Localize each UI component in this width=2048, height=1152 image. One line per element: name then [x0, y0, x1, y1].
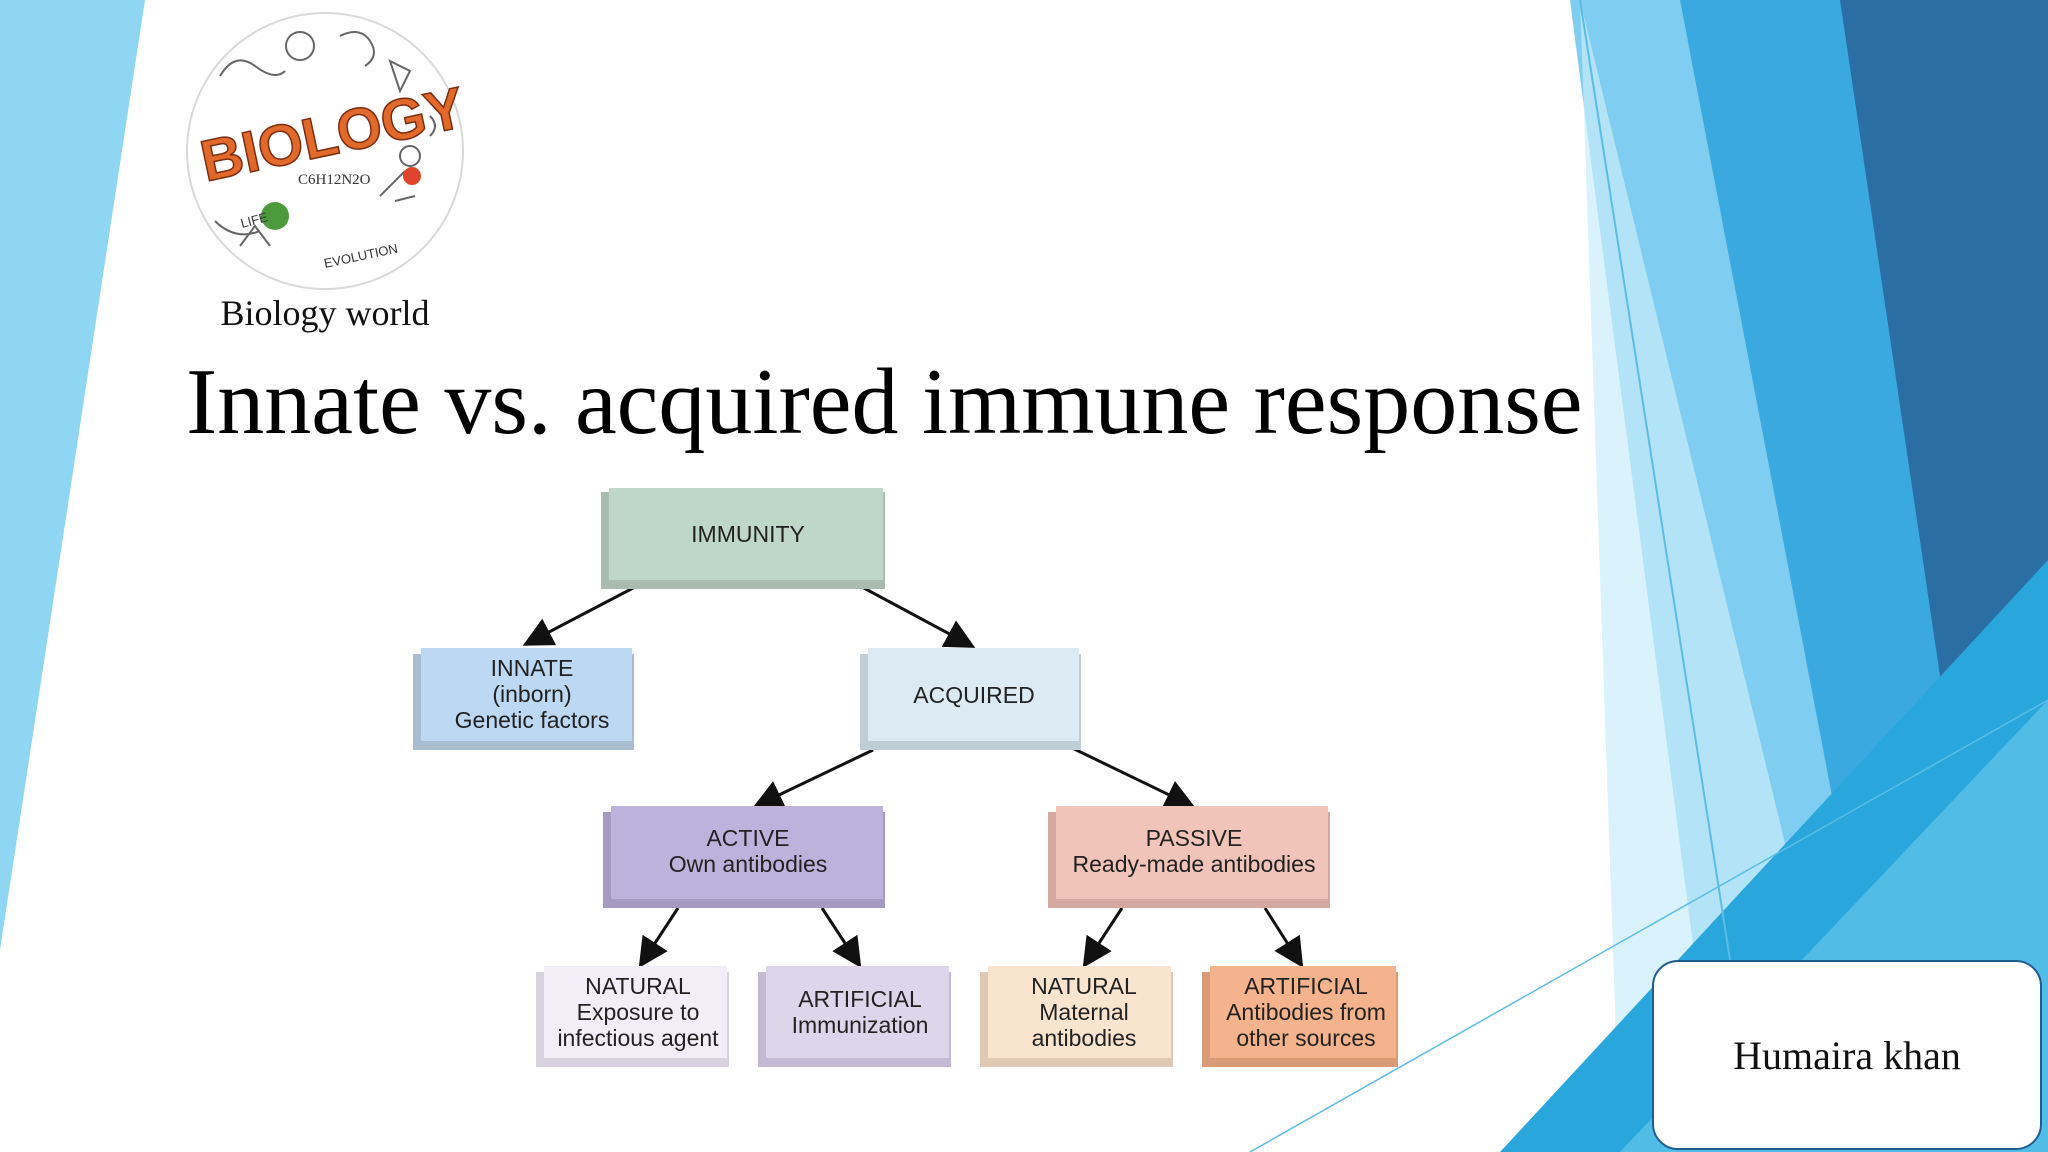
node-acquired: ACQUIRED: [860, 648, 1081, 750]
arrow-acquired-passive: [1067, 744, 1196, 809]
arrow-passive-artificial: [1263, 907, 1304, 969]
node-natural-passive: NATURAL Maternal antibodies: [980, 966, 1173, 1067]
node-artificial-passive-line-2: Antibodies from: [1226, 999, 1386, 1025]
node-artificial-passive-line-1: ARTIFICIAL: [1244, 973, 1368, 999]
node-acquired-line-1: ACQUIRED: [913, 682, 1034, 708]
node-natural-active: NATURAL Exposure to infectious agent: [536, 966, 729, 1067]
node-innate: INNATE (inborn) Genetic factors: [413, 648, 634, 750]
author-name: Humaira khan: [1733, 1032, 1961, 1078]
node-natural-active-line-1: NATURAL: [585, 973, 691, 999]
arrow-immunity-acquired: [861, 585, 976, 648]
arrow-active-artificial: [820, 907, 862, 969]
arrow-passive-natural: [1082, 907, 1124, 969]
node-natural-active-line-2: Exposure to: [577, 999, 700, 1025]
node-artificial-active-line-1: ARTIFICIAL: [798, 986, 922, 1012]
node-natural-passive-line-3: antibodies: [1032, 1025, 1137, 1051]
node-innate-line-3: Genetic factors: [455, 707, 610, 733]
apple-icon: [403, 167, 421, 185]
left-accent-shape: [0, 0, 145, 950]
logo-life: LIFE: [239, 209, 270, 231]
node-passive-line-1: PASSIVE: [1146, 825, 1243, 851]
node-artificial-passive-line-3: other sources: [1236, 1025, 1375, 1051]
node-natural-passive-line-1: NATURAL: [1031, 973, 1137, 999]
node-artificial-active: ARTIFICIAL Immunization: [758, 966, 951, 1067]
node-artificial-active-line-2: Immunization: [792, 1012, 929, 1038]
arrow-immunity-innate: [522, 585, 636, 646]
author-box: Humaira khan: [1652, 960, 2042, 1150]
node-innate-line-1: INNATE: [491, 655, 574, 681]
node-active: ACTIVE Own antibodies: [603, 806, 885, 908]
thin-line-2: [1249, 699, 2048, 1152]
node-active-line-2: Own antibodies: [669, 851, 828, 877]
node-natural-active-line-3: infectious agent: [557, 1025, 719, 1051]
node-natural-passive-line-2: Maternal: [1039, 999, 1128, 1025]
node-passive: PASSIVE Ready-made antibodies: [1048, 806, 1330, 908]
logo-caption: Biology world: [220, 293, 430, 333]
slide-title: Innate vs. acquired immune response: [186, 350, 1583, 454]
logo-doodles: [214, 31, 436, 247]
node-passive-line-2: Ready-made antibodies: [1073, 851, 1316, 877]
arrow-active-natural: [638, 907, 680, 969]
logo-circle: [186, 12, 464, 290]
node-active-line-1: ACTIVE: [706, 825, 789, 851]
arrow-acquired-active: [752, 748, 874, 809]
node-immunity-line-1: IMMUNITY: [691, 521, 805, 547]
biology-logo: BIOLOGY C6H12N2O LIFE EVOLUTION: [186, 12, 470, 290]
node-innate-line-2: (inborn): [492, 681, 571, 707]
diagram-arrows: [522, 585, 1304, 969]
node-immunity: IMMUNITY: [601, 488, 885, 589]
tree-icon: [261, 202, 289, 230]
node-artificial-passive: ARTIFICIAL Antibodies from other sources: [1202, 966, 1398, 1067]
logo-formula: C6H12N2O: [298, 172, 371, 188]
